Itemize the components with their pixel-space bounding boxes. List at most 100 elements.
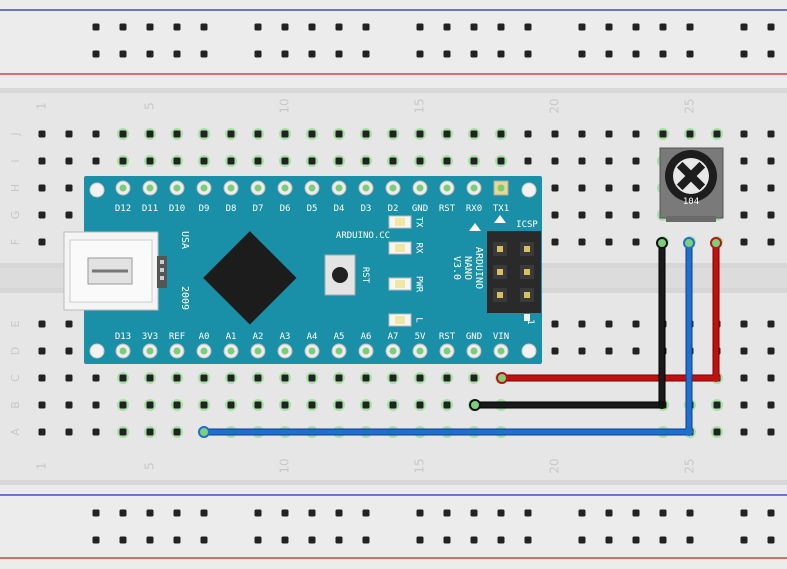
rail-hole[interactable] bbox=[200, 509, 208, 517]
breadboard-hole[interactable] bbox=[443, 157, 451, 165]
breadboard-hole[interactable] bbox=[740, 374, 748, 382]
rail-hole[interactable] bbox=[281, 509, 289, 517]
breadboard-hole[interactable] bbox=[227, 130, 235, 138]
breadboard-hole[interactable] bbox=[551, 184, 559, 192]
breadboard-hole[interactable] bbox=[767, 184, 775, 192]
breadboard-hole[interactable] bbox=[173, 428, 181, 436]
breadboard-hole[interactable] bbox=[146, 157, 154, 165]
rail-hole[interactable] bbox=[497, 23, 505, 31]
breadboard-hole[interactable] bbox=[119, 428, 127, 436]
rail-hole[interactable] bbox=[92, 50, 100, 58]
breadboard-hole[interactable] bbox=[767, 320, 775, 328]
breadboard-hole[interactable] bbox=[119, 130, 127, 138]
breadboard-hole[interactable] bbox=[470, 130, 478, 138]
breadboard-hole[interactable] bbox=[227, 157, 235, 165]
breadboard-hole[interactable] bbox=[578, 211, 586, 219]
breadboard-hole[interactable] bbox=[119, 401, 127, 409]
breadboard-hole[interactable] bbox=[38, 157, 46, 165]
rail-hole[interactable] bbox=[119, 509, 127, 517]
rail-hole[interactable] bbox=[119, 536, 127, 544]
breadboard-hole[interactable] bbox=[740, 401, 748, 409]
rail-hole[interactable] bbox=[92, 509, 100, 517]
breadboard-hole[interactable] bbox=[416, 130, 424, 138]
breadboard-hole[interactable] bbox=[335, 130, 343, 138]
breadboard-hole[interactable] bbox=[551, 157, 559, 165]
rail-hole[interactable] bbox=[659, 50, 667, 58]
breadboard-hole[interactable] bbox=[119, 374, 127, 382]
breadboard-hole[interactable] bbox=[38, 347, 46, 355]
rail-hole[interactable] bbox=[767, 536, 775, 544]
rail-hole[interactable] bbox=[416, 536, 424, 544]
breadboard-hole[interactable] bbox=[551, 347, 559, 355]
rail-hole[interactable] bbox=[497, 509, 505, 517]
rail-hole[interactable] bbox=[308, 509, 316, 517]
rail-hole[interactable] bbox=[578, 536, 586, 544]
rail-hole[interactable] bbox=[362, 23, 370, 31]
breadboard-hole[interactable] bbox=[767, 130, 775, 138]
breadboard-hole[interactable] bbox=[146, 401, 154, 409]
breadboard-hole[interactable] bbox=[767, 428, 775, 436]
rail-hole[interactable] bbox=[200, 23, 208, 31]
breadboard-hole[interactable] bbox=[254, 374, 262, 382]
breadboard-hole[interactable] bbox=[335, 157, 343, 165]
breadboard-hole[interactable] bbox=[65, 428, 73, 436]
breadboard-hole[interactable] bbox=[740, 157, 748, 165]
breadboard-hole[interactable] bbox=[200, 374, 208, 382]
rail-hole[interactable] bbox=[335, 509, 343, 517]
breadboard-hole[interactable] bbox=[65, 347, 73, 355]
rail-hole[interactable] bbox=[632, 509, 640, 517]
breadboard-hole[interactable] bbox=[362, 401, 370, 409]
breadboard-hole[interactable] bbox=[92, 130, 100, 138]
rail-hole[interactable] bbox=[632, 50, 640, 58]
breadboard-hole[interactable] bbox=[605, 320, 613, 328]
rail-hole[interactable] bbox=[470, 536, 478, 544]
breadboard-hole[interactable] bbox=[146, 428, 154, 436]
breadboard-hole[interactable] bbox=[227, 374, 235, 382]
breadboard-hole[interactable] bbox=[281, 157, 289, 165]
rail-hole[interactable] bbox=[767, 509, 775, 517]
rail-hole[interactable] bbox=[524, 536, 532, 544]
rail-hole[interactable] bbox=[362, 509, 370, 517]
breadboard-hole[interactable] bbox=[38, 238, 46, 246]
breadboard-hole[interactable] bbox=[605, 211, 613, 219]
breadboard-hole[interactable] bbox=[605, 184, 613, 192]
breadboard-hole[interactable] bbox=[551, 211, 559, 219]
breadboard-hole[interactable] bbox=[632, 347, 640, 355]
rail-hole[interactable] bbox=[524, 50, 532, 58]
breadboard-hole[interactable] bbox=[686, 130, 694, 138]
rail-hole[interactable] bbox=[308, 23, 316, 31]
rail-hole[interactable] bbox=[578, 509, 586, 517]
breadboard-hole[interactable] bbox=[497, 157, 505, 165]
rail-hole[interactable] bbox=[740, 509, 748, 517]
potentiometer[interactable]: 104 bbox=[659, 147, 724, 222]
breadboard-hole[interactable] bbox=[308, 401, 316, 409]
breadboard-hole[interactable] bbox=[713, 130, 721, 138]
rail-hole[interactable] bbox=[200, 536, 208, 544]
breadboard-hole[interactable] bbox=[38, 374, 46, 382]
rail-hole[interactable] bbox=[416, 509, 424, 517]
rail-hole[interactable] bbox=[281, 23, 289, 31]
rail-hole[interactable] bbox=[605, 50, 613, 58]
breadboard-hole[interactable] bbox=[335, 401, 343, 409]
breadboard-hole[interactable] bbox=[92, 401, 100, 409]
rail-hole[interactable] bbox=[335, 23, 343, 31]
breadboard-hole[interactable] bbox=[389, 401, 397, 409]
breadboard-hole[interactable] bbox=[740, 238, 748, 246]
breadboard-hole[interactable] bbox=[308, 130, 316, 138]
rail-hole[interactable] bbox=[632, 23, 640, 31]
breadboard-hole[interactable] bbox=[551, 238, 559, 246]
breadboard-hole[interactable] bbox=[713, 428, 721, 436]
rail-hole[interactable] bbox=[686, 536, 694, 544]
breadboard-hole[interactable] bbox=[92, 374, 100, 382]
breadboard-hole[interactable] bbox=[578, 320, 586, 328]
breadboard-hole[interactable] bbox=[65, 157, 73, 165]
breadboard-hole[interactable] bbox=[65, 320, 73, 328]
rail-hole[interactable] bbox=[740, 23, 748, 31]
rail-hole[interactable] bbox=[335, 50, 343, 58]
breadboard-hole[interactable] bbox=[551, 130, 559, 138]
breadboard-hole[interactable] bbox=[767, 374, 775, 382]
breadboard-hole[interactable] bbox=[65, 211, 73, 219]
breadboard-hole[interactable] bbox=[254, 157, 262, 165]
breadboard-hole[interactable] bbox=[632, 130, 640, 138]
